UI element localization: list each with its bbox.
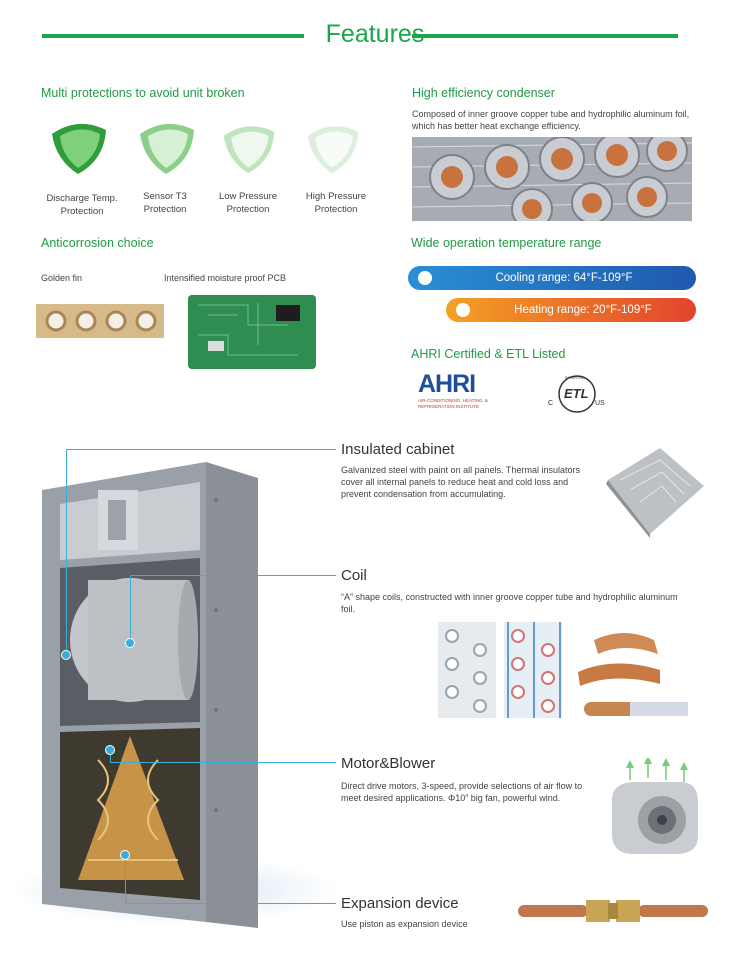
protection-label-1: Discharge Temp. Protection bbox=[46, 193, 118, 217]
anticorrosion-title: Anticorrosion choice bbox=[41, 236, 154, 250]
etl-c: C bbox=[548, 400, 554, 407]
coil-fin-pattern-image bbox=[438, 622, 578, 718]
condenser-title: High efficiency condenser bbox=[412, 86, 555, 100]
page-title: Features bbox=[325, 20, 425, 48]
pcb-label: Intensified moisture proof PCB bbox=[164, 273, 287, 283]
callout-node-expansion bbox=[120, 850, 130, 860]
callout-text-cabinet: Galvanized steel with paint on all panel… bbox=[341, 465, 580, 499]
protection-shield-3 bbox=[220, 118, 280, 181]
golden-fin-label: Golden fin bbox=[41, 273, 83, 283]
etl-logo: ETL C US INTERTEK bbox=[548, 372, 606, 416]
callout-node-motor bbox=[105, 745, 115, 755]
temperature-title: Wide operation temperature range bbox=[411, 236, 602, 250]
etl-logo-text: ETL bbox=[564, 386, 589, 401]
callout-title-cabinet: Insulated cabinet bbox=[341, 441, 455, 458]
callout-title-coil: Coil bbox=[341, 567, 367, 584]
condenser-desc: Composed of inner groove copper tube and… bbox=[412, 109, 690, 131]
callout-line-coil-v bbox=[130, 575, 131, 643]
callout-line-motor-v bbox=[110, 750, 111, 762]
callout-title-expansion: Expansion device bbox=[341, 895, 459, 912]
expansion-device-image bbox=[516, 896, 710, 926]
condenser-image bbox=[412, 137, 692, 221]
etl-ring-text: INTERTEK bbox=[565, 375, 585, 380]
blower-image bbox=[606, 756, 706, 858]
header-line-right bbox=[412, 34, 678, 38]
copper-tube-image bbox=[574, 626, 694, 720]
callout-title-motor: Motor&Blower bbox=[341, 755, 436, 772]
ahri-logo-text: AHRI bbox=[418, 370, 476, 398]
callout-text-expansion: Use piston as expansion device bbox=[341, 919, 468, 929]
callout-line-coil-h bbox=[130, 575, 336, 576]
certs-title: AHRI Certified & ETL Listed bbox=[411, 347, 566, 361]
etl-us: US bbox=[595, 400, 605, 407]
callout-line-cabinet-h bbox=[66, 449, 336, 450]
callout-node-cabinet bbox=[61, 650, 71, 660]
air-handler-unit bbox=[38, 460, 298, 930]
heating-range-bar: Heating range: 20°F-109°F bbox=[446, 298, 696, 322]
cooling-range-label: Cooling range: 64°F-109°F bbox=[495, 272, 633, 284]
header-line-left bbox=[42, 34, 304, 38]
callout-line-expansion-v bbox=[125, 855, 126, 903]
pcb-image bbox=[188, 295, 316, 369]
ahri-logo: AHRI AIR-CONDITIONING, HEATING, & REFRIG… bbox=[418, 370, 498, 418]
callout-line-expansion-h bbox=[125, 903, 336, 904]
insulation-image bbox=[600, 440, 710, 540]
ahri-logo-sub: AIR-CONDITIONING, HEATING, & REFRIGERATI… bbox=[418, 398, 488, 409]
protection-shield-4 bbox=[304, 118, 364, 181]
callout-node-coil bbox=[125, 638, 135, 648]
protection-label-2: Sensor T3 Protection bbox=[143, 191, 187, 215]
callout-line-cabinet-v bbox=[66, 449, 67, 655]
protection-shield-1 bbox=[48, 116, 112, 181]
protection-label-4: High Pressure Protection bbox=[305, 191, 367, 215]
golden-fin-image bbox=[36, 300, 164, 342]
heating-range-label: Heating range: 20°F-109°F bbox=[514, 304, 652, 316]
callout-line-motor-h bbox=[110, 762, 336, 763]
protections-title: Multi protections to avoid unit broken bbox=[41, 86, 245, 100]
protection-shield-2 bbox=[136, 116, 200, 181]
callout-text-coil: “A” shape coils, constructed with inner … bbox=[341, 592, 678, 614]
protection-label-3: Low Pressure Protection bbox=[218, 191, 278, 215]
callout-text-motor: Direct drive motors, 3-speed, provide se… bbox=[341, 781, 583, 803]
cooling-range-bar: Cooling range: 64°F-109°F bbox=[408, 266, 696, 290]
cooling-dot bbox=[418, 271, 432, 285]
heating-dot bbox=[456, 303, 470, 317]
